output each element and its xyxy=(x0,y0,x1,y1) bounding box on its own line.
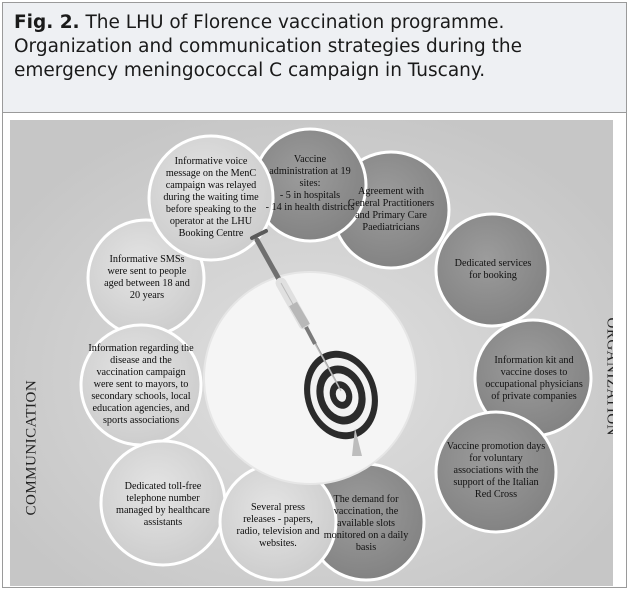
caption-box: Fig. 2. The LHU of Florence vaccination … xyxy=(3,3,626,113)
voice-message-text: Informative voice message on the MenC ca… xyxy=(163,156,259,239)
communication-label: COMMUNICATION xyxy=(23,379,40,516)
booking-text: Dedicated services for booking xyxy=(454,258,532,281)
vaccine-sites-text: Vaccine administration at 19 sites: - 5 … xyxy=(265,154,355,213)
syringe-icon xyxy=(250,229,342,392)
bubble-voice-message xyxy=(147,134,275,262)
demand-text: The demand for vaccination, the availabl… xyxy=(323,494,409,553)
bubble-booking xyxy=(434,212,550,328)
toll-free-text: Dedicated toll-free telephone number man… xyxy=(116,481,210,528)
figure-label: Fig. 2. xyxy=(14,12,80,33)
agreement-text: Agreement with General Practitioners and… xyxy=(347,186,435,233)
red-cross-text: Vaccine promotion days for voluntary ass… xyxy=(446,441,546,500)
figure-caption: Fig. 2. The LHU of Florence vaccination … xyxy=(14,11,619,83)
bubble-red-cross xyxy=(434,410,558,534)
organization-label: ORGANIZATION xyxy=(603,317,614,437)
press-text: Several press releases - papers, radio, … xyxy=(236,502,320,549)
diagram-area: Informative voice message on the MenC ca… xyxy=(10,120,613,586)
information-text: Information regarding the disease and th… xyxy=(88,343,194,426)
caption-text: The LHU of Florence vaccination programm… xyxy=(14,12,522,81)
info-kit-text: Information kit and vaccine doses to occ… xyxy=(485,355,583,402)
sms-text: Informative SMSs were sent to people age… xyxy=(104,254,190,301)
target-icon xyxy=(304,350,378,456)
diagram-graphics xyxy=(10,120,613,586)
